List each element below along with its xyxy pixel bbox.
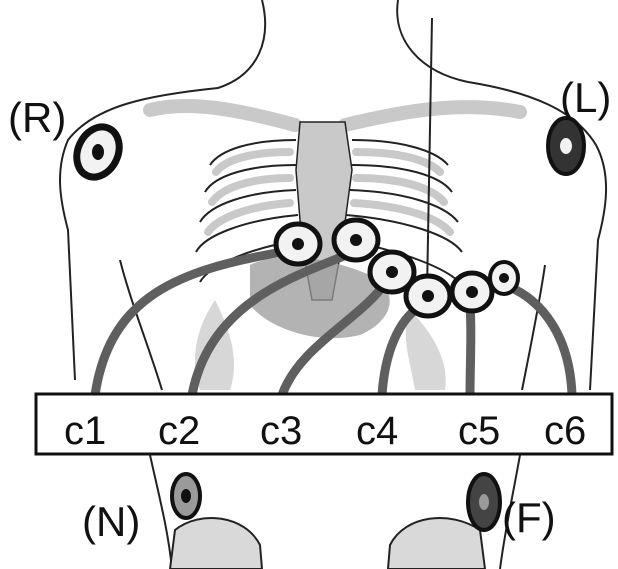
lower-organ-left <box>170 518 262 569</box>
electrode-n <box>172 474 200 518</box>
neck-right-line <box>397 0 468 82</box>
label-c4: c4 <box>356 409 398 453</box>
lower-organ-right <box>388 518 485 569</box>
label-r: (R) <box>8 94 66 141</box>
right-shoulder-line <box>468 82 606 390</box>
electrode-c2 <box>334 220 378 260</box>
electrode-c5 <box>452 273 492 311</box>
label-c3: c3 <box>260 409 302 453</box>
chest-lead-label-box <box>36 394 612 454</box>
electrode-c1 <box>276 224 320 264</box>
electrode-c4 <box>406 276 450 316</box>
label-c2: c2 <box>158 409 200 453</box>
electrode-c6 <box>490 262 518 294</box>
label-l: (L) <box>560 74 611 121</box>
electrode-f <box>468 474 500 530</box>
right-lung-shadow <box>406 310 446 390</box>
label-c5: c5 <box>458 409 500 453</box>
label-c1: c1 <box>64 409 106 453</box>
right-armpit-line <box>522 265 545 390</box>
left-clavicle <box>150 106 295 125</box>
neck-left-line <box>218 0 265 88</box>
label-c6: c6 <box>544 409 586 453</box>
wire-c6 <box>505 285 572 395</box>
wire-c5 <box>470 305 471 395</box>
pointer-line <box>427 18 432 292</box>
left-waist-line <box>150 455 172 569</box>
label-f: (F) <box>502 494 556 541</box>
electrode-l <box>548 118 584 174</box>
left-shoulder-line <box>60 88 218 380</box>
label-n: (N) <box>82 498 140 545</box>
right-clavicle <box>345 107 520 125</box>
